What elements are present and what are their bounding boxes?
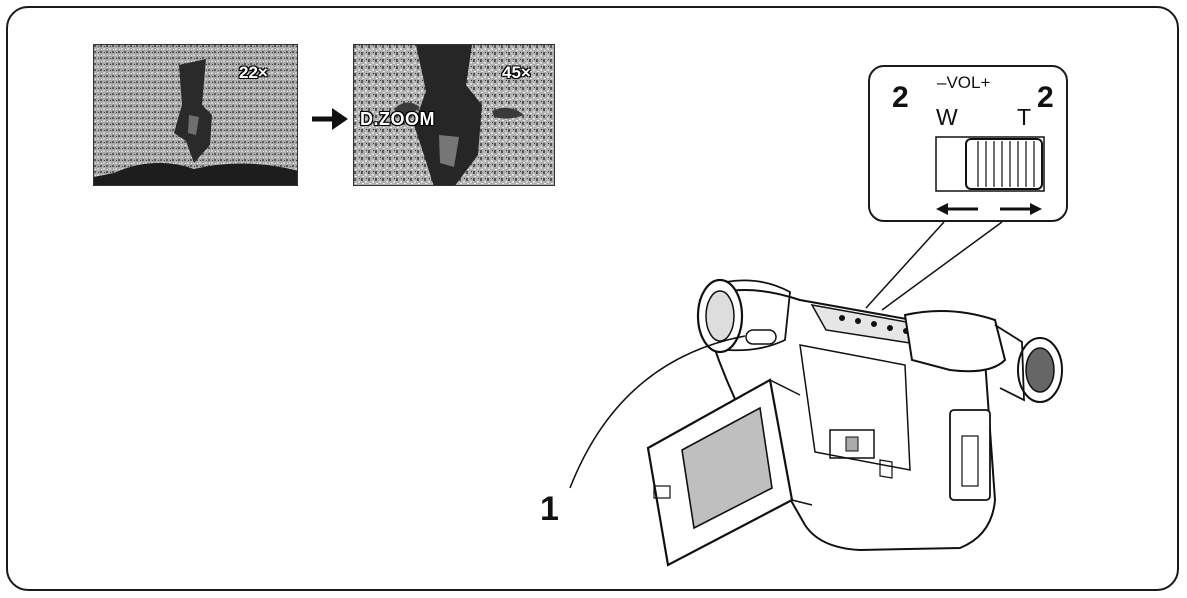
callout-number-1: 1	[540, 490, 559, 529]
